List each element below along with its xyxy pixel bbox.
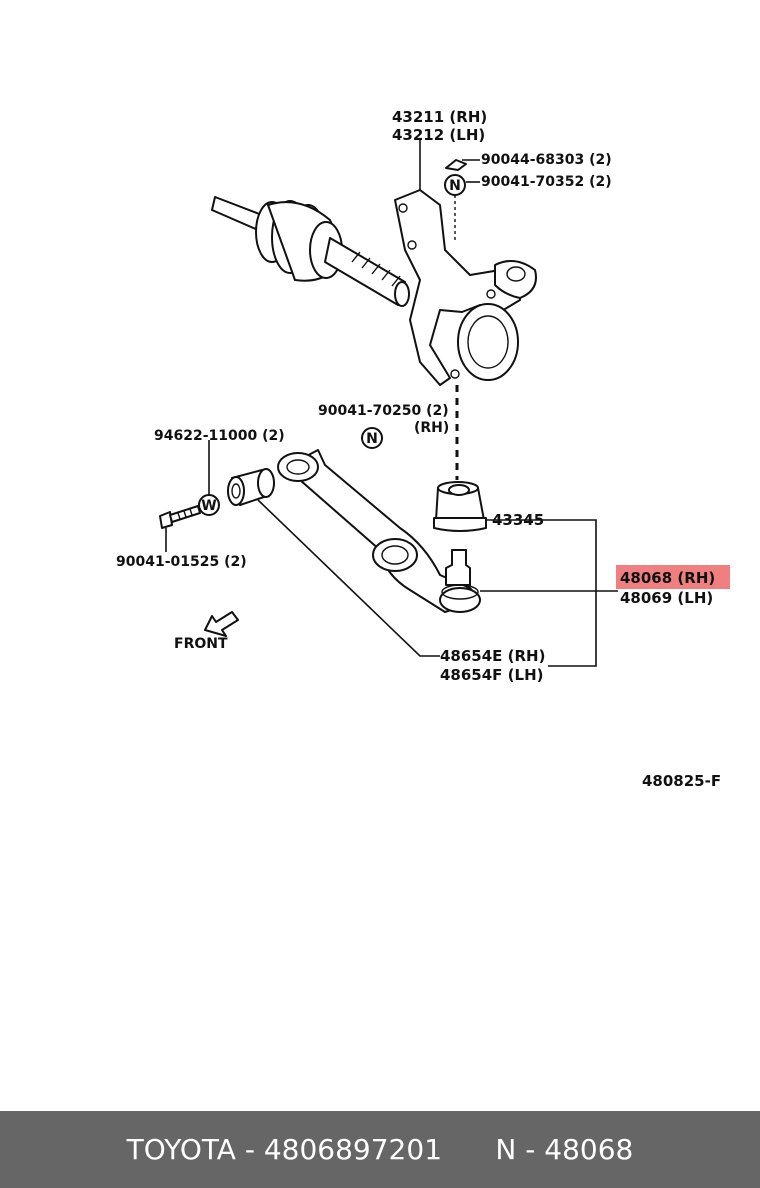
footer-bar: TOYOTA - 4806897201 N - 48068 bbox=[0, 1111, 760, 1188]
front-arrow-icon bbox=[204, 611, 239, 637]
svg-text:W: W bbox=[201, 498, 216, 514]
lower-control-arm bbox=[277, 449, 481, 613]
parts-diagram: N N W 43211 (RH) 43212 (LH) 90044-68303 … bbox=[116, 108, 730, 790]
leader-lines bbox=[165, 140, 618, 667]
label-43345: 43345 bbox=[492, 511, 544, 529]
washer-symbol: W bbox=[198, 494, 220, 516]
bushing bbox=[227, 468, 275, 506]
nut-symbol-top: N bbox=[444, 174, 466, 196]
nut-symbol-arm: N bbox=[361, 427, 383, 449]
highlight-box bbox=[616, 565, 730, 589]
drive-shaft bbox=[211, 196, 410, 307]
svg-text:N: N bbox=[366, 431, 378, 447]
pin-icon bbox=[445, 159, 467, 171]
label-90044-68303: 90044-68303 (2) bbox=[481, 152, 612, 168]
label-43212: 43212 (LH) bbox=[392, 126, 485, 144]
label-90041-01525: 90041-01525 (2) bbox=[116, 554, 247, 570]
footer-separator: - bbox=[235, 1133, 264, 1166]
footer-ref: N - 48068 bbox=[495, 1133, 634, 1166]
label-90041-70250: 90041-70250 (2) bbox=[318, 403, 449, 419]
footer-gap bbox=[442, 1133, 495, 1166]
label-90041-70250-rh: (RH) bbox=[414, 420, 449, 436]
label-front: FRONT bbox=[174, 636, 228, 652]
svg-text:N: N bbox=[449, 178, 461, 194]
diagram-code: 480825-F bbox=[642, 772, 721, 790]
label-90041-70352: 90041-70352 (2) bbox=[481, 174, 612, 190]
label-48069: 48069 (LH) bbox=[620, 589, 713, 607]
label-48654E: 48654E (RH) bbox=[440, 647, 545, 665]
steering-knuckle bbox=[394, 189, 537, 386]
dust-boot bbox=[433, 481, 487, 532]
label-43211: 43211 (RH) bbox=[392, 108, 487, 126]
label-94622-11000: 94622-11000 (2) bbox=[154, 428, 285, 444]
ball-joint bbox=[439, 549, 481, 613]
bolt bbox=[159, 505, 201, 529]
label-48654F: 48654F (LH) bbox=[440, 666, 543, 684]
label-48068: 48068 (RH) bbox=[620, 569, 715, 587]
footer-part-number: 4806897201 bbox=[263, 1133, 443, 1166]
footer-brand: TOYOTA bbox=[126, 1133, 236, 1166]
